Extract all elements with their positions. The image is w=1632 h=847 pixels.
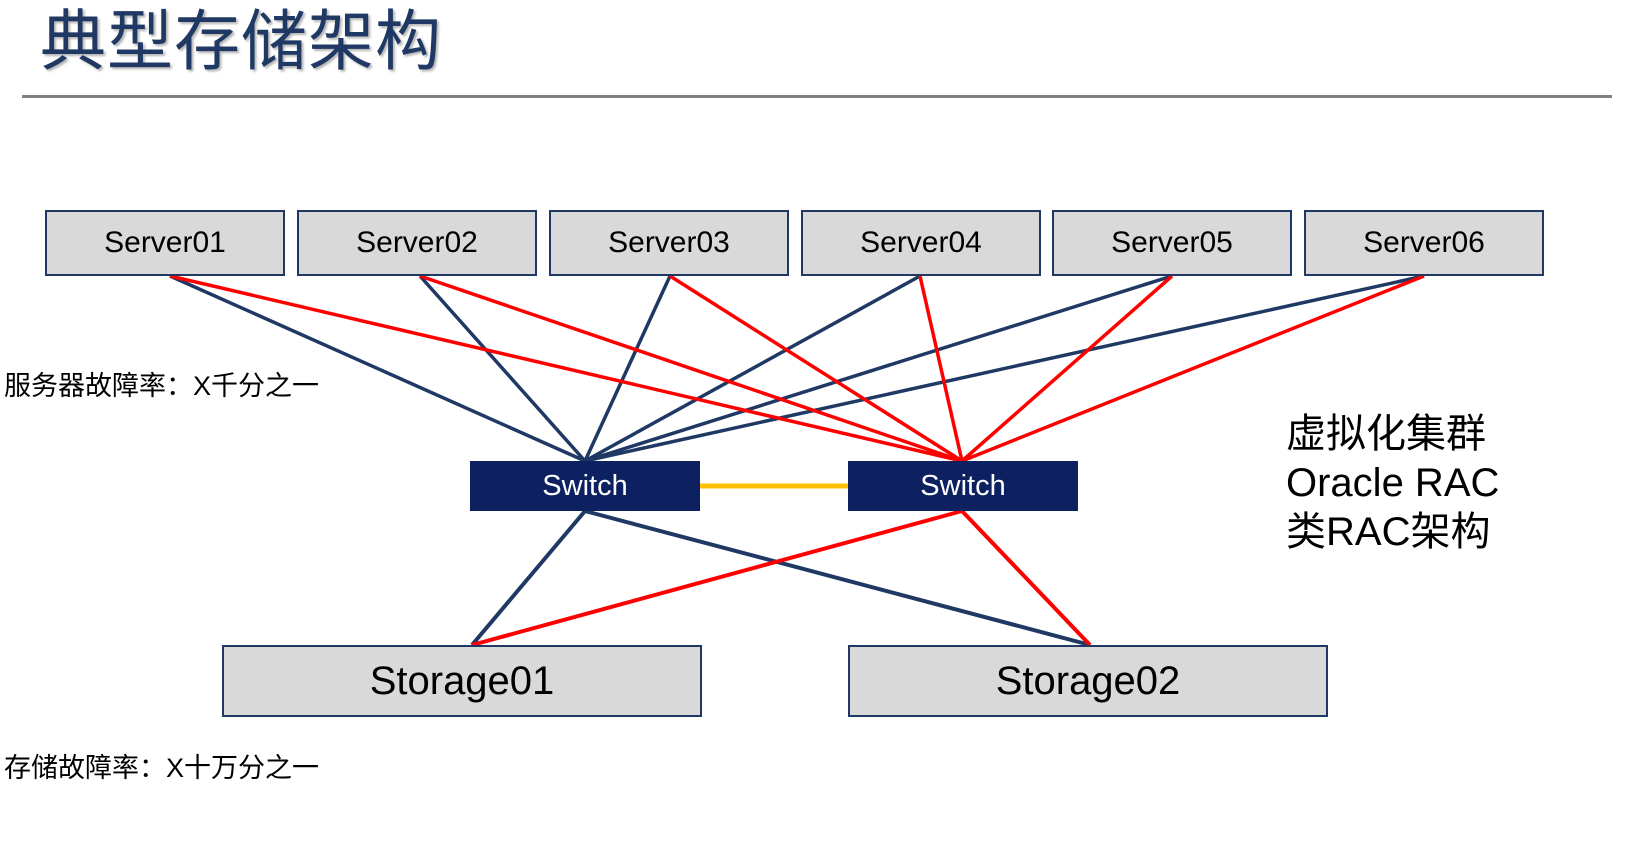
node-label: Storage01 xyxy=(369,658,555,703)
link-server5-switch02 xyxy=(960,274,1174,463)
cluster-note-line-3: 类RAC架构 xyxy=(1286,510,1491,554)
node-label: Switch xyxy=(542,469,628,502)
link-server5-switch01 xyxy=(584,274,1173,463)
node-label: Server04 xyxy=(860,226,982,259)
node-switch-01[interactable]: Switch xyxy=(470,461,700,511)
node-label: Server03 xyxy=(608,226,730,259)
link-server3-switch01 xyxy=(583,275,672,462)
node-server01[interactable]: Server01 xyxy=(45,210,285,276)
link-server4-switch02 xyxy=(918,275,964,462)
node-label: Storage02 xyxy=(995,658,1181,703)
node-label: Server06 xyxy=(1363,226,1485,259)
cluster-note-line-2: Oracle RAC xyxy=(1286,461,1500,505)
cluster-architecture-note: 虚拟化集群 Oracle RAC 类RAC架构 xyxy=(1286,410,1499,557)
storage-failure-rate-note: 存储故障率：X十万分之一 xyxy=(4,753,320,783)
node-storage01[interactable]: Storage01 xyxy=(222,645,702,717)
node-storage02[interactable]: Storage02 xyxy=(848,645,1328,717)
link-switch01-storage02 xyxy=(584,509,1091,647)
node-server05[interactable]: Server05 xyxy=(1052,210,1292,276)
page-title: 典型存储架构 xyxy=(40,4,442,78)
link-switch01-storage01 xyxy=(470,509,587,647)
link-switch02-storage01 xyxy=(471,509,963,647)
link-server2-switch02 xyxy=(419,274,963,463)
link-server3-switch02 xyxy=(669,274,963,463)
node-label: Server01 xyxy=(104,226,226,259)
node-label: Server05 xyxy=(1111,226,1233,259)
cluster-note-line-1: 虚拟化集群 xyxy=(1286,412,1486,456)
title-divider xyxy=(22,95,1612,98)
node-server06[interactable]: Server06 xyxy=(1304,210,1544,276)
link-server4-switch01 xyxy=(584,274,921,463)
node-server02[interactable]: Server02 xyxy=(297,210,537,276)
node-label: Server02 xyxy=(356,226,478,259)
node-label: Switch xyxy=(920,469,1006,502)
link-switch02-storage02 xyxy=(960,509,1092,647)
link-server2-switch01 xyxy=(418,274,587,463)
server-failure-rate-note: 服务器故障率：X千分之一 xyxy=(4,371,320,401)
node-server04[interactable]: Server04 xyxy=(801,210,1041,276)
node-switch-02[interactable]: Switch xyxy=(848,461,1078,511)
node-server03[interactable]: Server03 xyxy=(549,210,789,276)
